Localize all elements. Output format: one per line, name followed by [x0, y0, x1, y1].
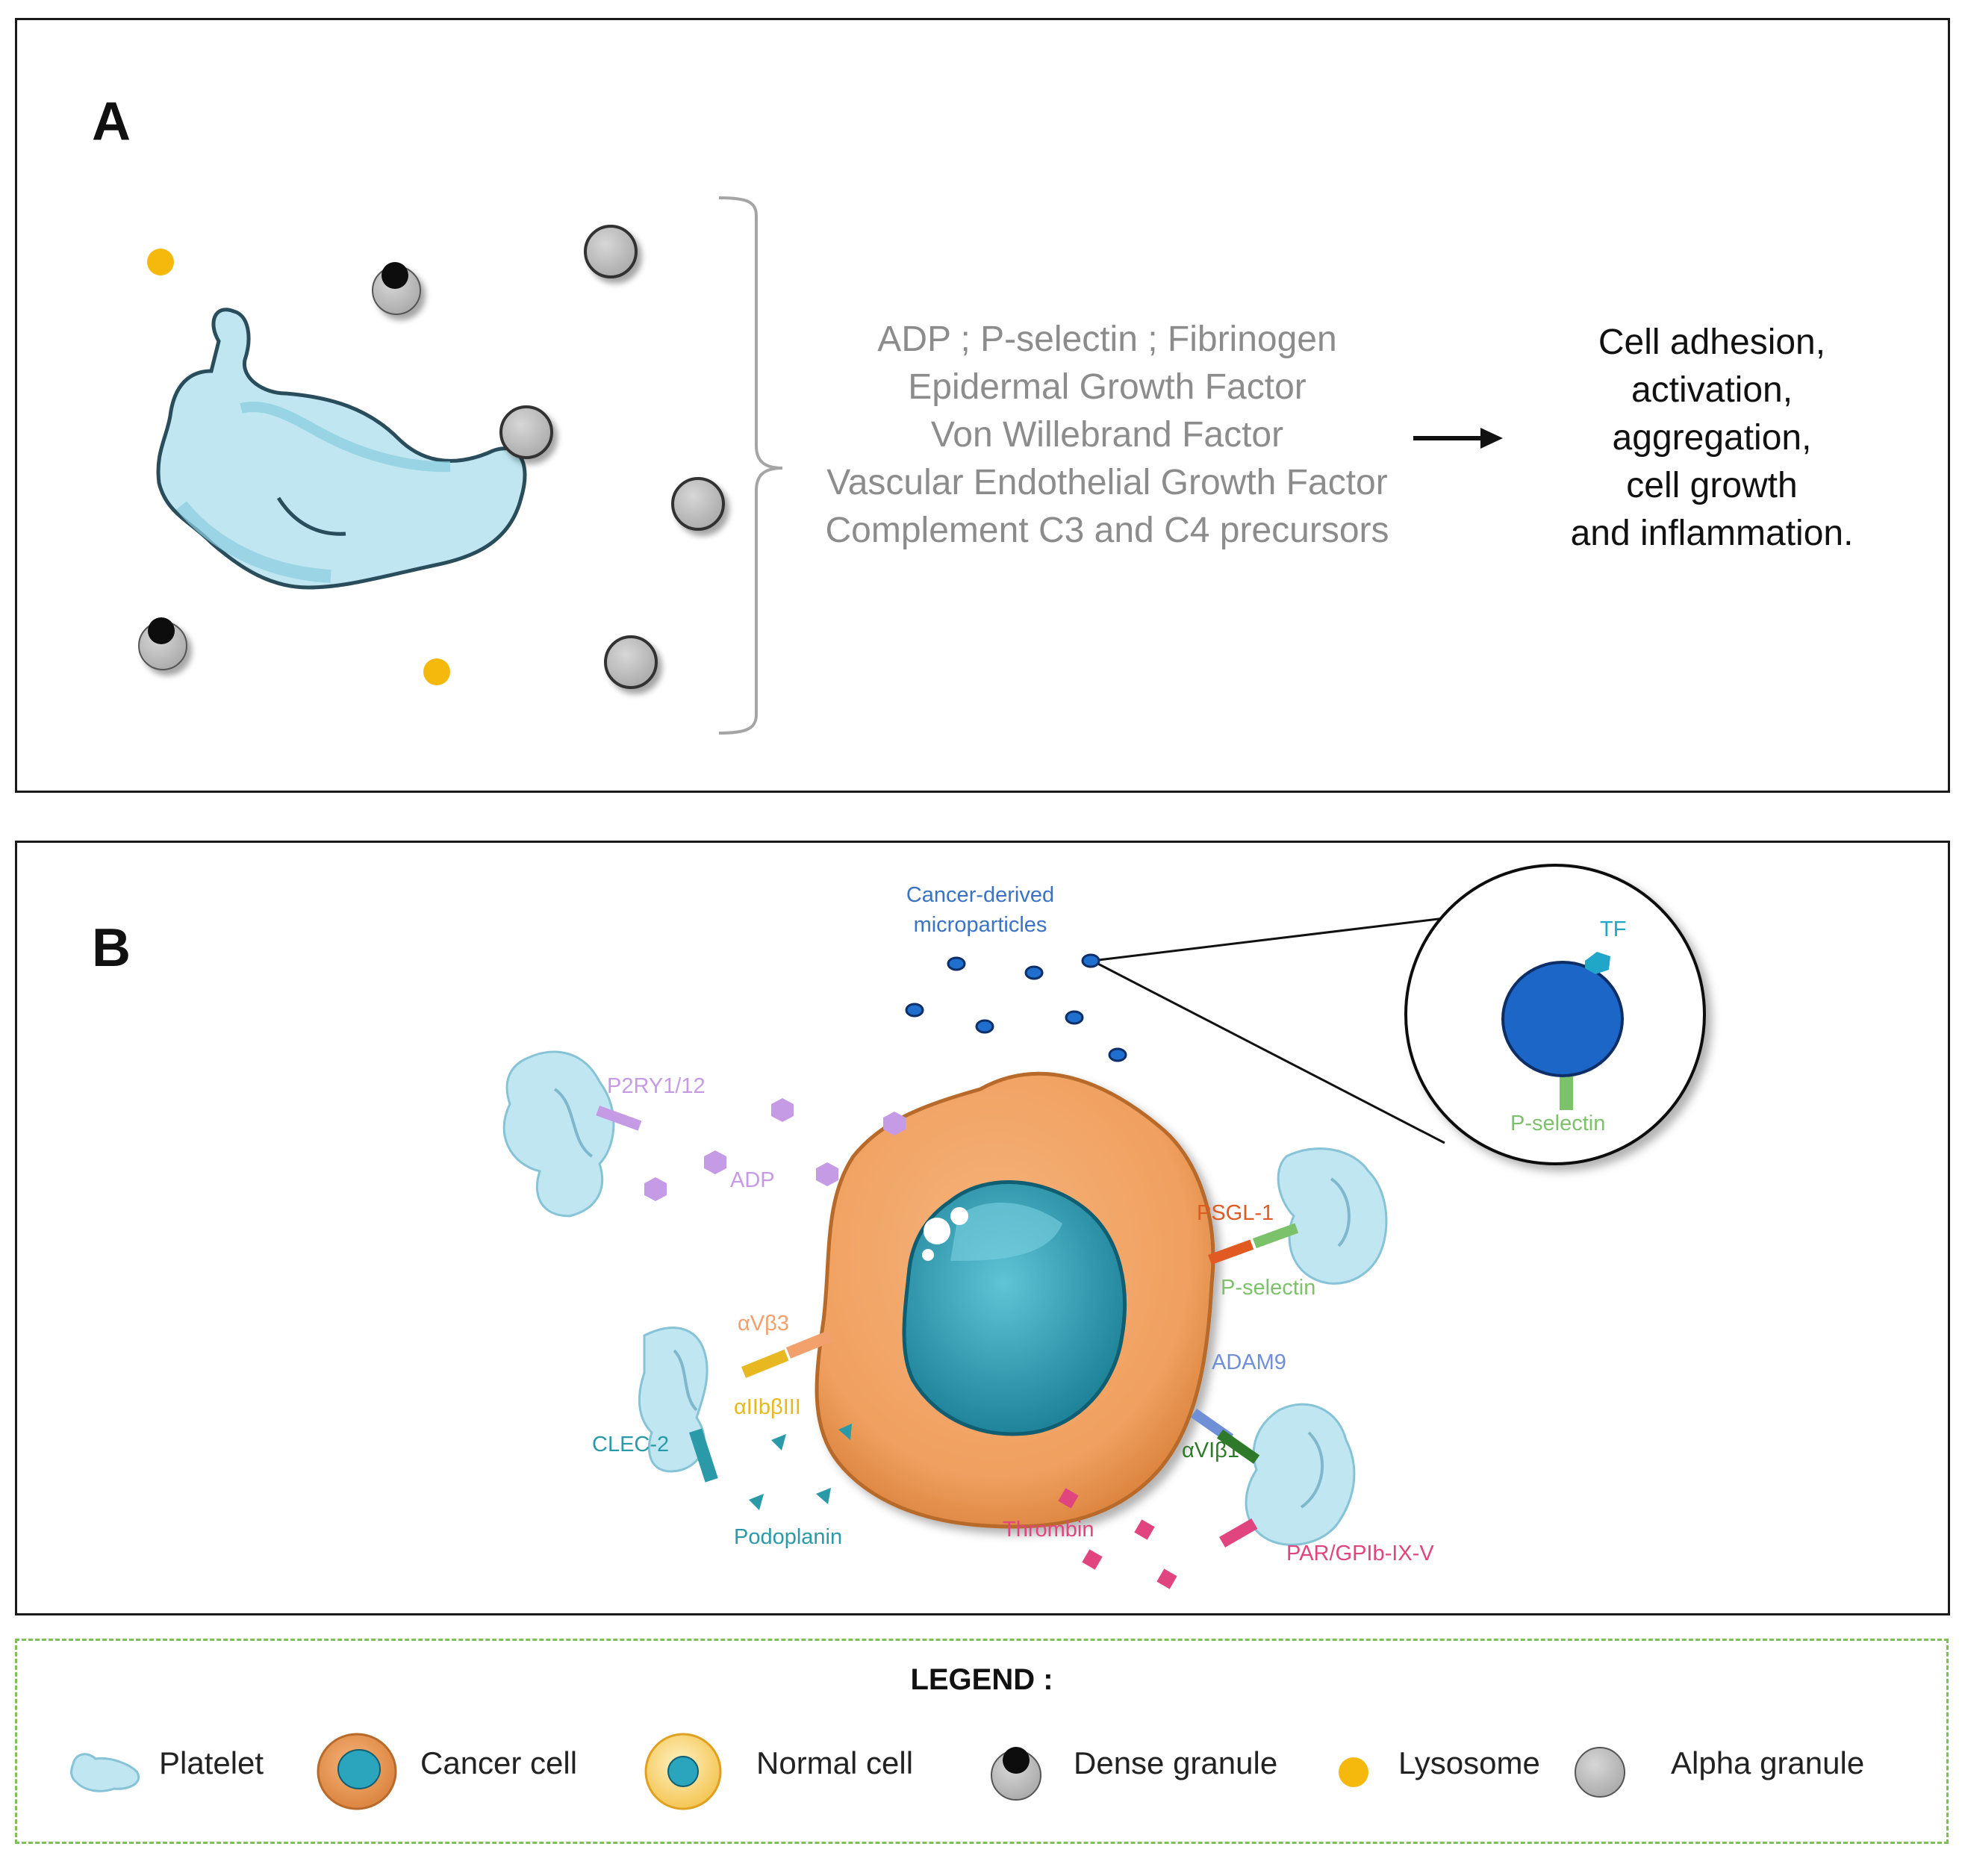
platelet-p2ry [502, 1050, 615, 1218]
legend: LEGEND : [15, 1639, 1949, 1844]
effects: Cell adhesion, activation, aggregation, … [1533, 319, 1891, 558]
p-selectin-label: P-selectin [1221, 1276, 1316, 1300]
platelet-psgl [1277, 1147, 1388, 1285]
panel-b: B [15, 841, 1950, 1615]
psgl-label: PSGL-1 [1197, 1201, 1274, 1225]
effect-line: and inflammation. [1570, 514, 1854, 553]
legend-alpha-granule-icon [1575, 1747, 1625, 1798]
thrombin-label: Thrombin [1003, 1518, 1094, 1542]
panel-a-graphics [138, 196, 1503, 735]
panel-a: A [15, 18, 1950, 793]
zoom-line-bottom [1091, 959, 1445, 1144]
effect-line: activation, [1631, 370, 1793, 410]
par-receptor [1219, 1518, 1258, 1548]
factor-line: ADP ; P-selectin ; Fibrinogen [877, 320, 1337, 359]
panel-b-graphics [502, 864, 1706, 1589]
p2ry-receptor [596, 1106, 642, 1131]
alpha-granule-1 [584, 225, 638, 278]
dense-granule-2 [138, 617, 187, 670]
aiibbiii-receptor [741, 1349, 789, 1378]
podoplanin-molecules [749, 1424, 852, 1510]
microparticles-line1: Cancer-derived [906, 883, 1055, 907]
factor-line: Epidermal Growth Factor [908, 367, 1307, 407]
clec2-receptor [689, 1428, 718, 1483]
legend-alpha-granule-label: Alpha granule [1671, 1745, 1865, 1780]
legend-icons [70, 1733, 1625, 1810]
legend-lysosome-label: Lysosome [1398, 1745, 1540, 1780]
psgl-receptor [1208, 1239, 1254, 1265]
p-selectin-zoom-label: P-selectin [1510, 1112, 1606, 1135]
avib1-receptor [1216, 1430, 1260, 1464]
bracket [718, 196, 783, 735]
avib1-label: αVIβ1 [1182, 1439, 1239, 1462]
adam9-label: ADAM9 [1212, 1350, 1286, 1374]
avb3-label: αVβ3 [738, 1312, 789, 1336]
factor-line: Complement C3 and C4 precursors [825, 511, 1389, 550]
alpha-granule-4 [604, 635, 658, 689]
alpha-granule-3 [671, 477, 725, 531]
platelet-adam9 [1245, 1403, 1356, 1546]
podoplanin-label: Podoplanin [734, 1525, 843, 1549]
microparticles-line2: microparticles [913, 913, 1047, 937]
legend-dense-granule-label: Dense granule [1074, 1745, 1278, 1780]
microparticles [905, 953, 1127, 1062]
p-selectin-receptor [1253, 1223, 1299, 1249]
legend-platelet-label: Platelet [159, 1745, 264, 1780]
platelet-large [156, 308, 527, 590]
avb3-receptor [786, 1330, 834, 1359]
legend-cancer-cell-label: Cancer cell [420, 1745, 578, 1780]
alpha-granule-2 [499, 405, 553, 459]
legend-platelet-icon [70, 1753, 140, 1792]
panel-b-label: B [92, 918, 131, 978]
adp-molecules [644, 1098, 906, 1201]
dense-granule-1 [372, 262, 421, 315]
p2ry-label: P2RY1/12 [607, 1074, 706, 1098]
legend-dense-granule-icon [991, 1747, 1041, 1801]
zoom-line-top [1091, 916, 1451, 962]
tf-shape [1585, 952, 1610, 974]
effect-line: aggregation, [1612, 418, 1812, 458]
cancer-cell [815, 1071, 1215, 1529]
factor-line: Von Willebrand Factor [930, 415, 1284, 455]
microparticle-large [1501, 961, 1624, 1077]
legend-normal-cell-label: Normal cell [756, 1745, 914, 1780]
adp-label: ADP [730, 1168, 775, 1192]
par-label: PAR/GPIb-IX-V [1286, 1542, 1434, 1565]
microparticles-label: Cancer-derived microparticles [861, 880, 1100, 940]
aiibbiii-label: αIIbβIII [734, 1395, 801, 1419]
effect-line: cell growth [1626, 466, 1798, 505]
secreted-factors: ADP ; P-selectin ; Fibrinogen Epidermal … [794, 316, 1421, 555]
legend-title: LEGEND : [910, 1663, 1053, 1696]
arrow [1413, 428, 1503, 449]
panel-a-label: A [92, 92, 131, 152]
effect-line: Cell adhesion, [1598, 322, 1826, 362]
tf-label: TF [1600, 917, 1627, 941]
lysosome-1 [147, 249, 174, 275]
legend-lysosome-icon [1339, 1757, 1368, 1787]
legend-cancer-cell-icon [317, 1733, 397, 1810]
thrombin-molecules [1058, 1488, 1177, 1589]
factor-line: Vascular Endothelial Growth Factor [826, 463, 1388, 502]
legend-normal-cell-icon [644, 1733, 722, 1810]
clec2-label: CLEC-2 [592, 1433, 670, 1456]
lysosome-2 [423, 658, 450, 685]
